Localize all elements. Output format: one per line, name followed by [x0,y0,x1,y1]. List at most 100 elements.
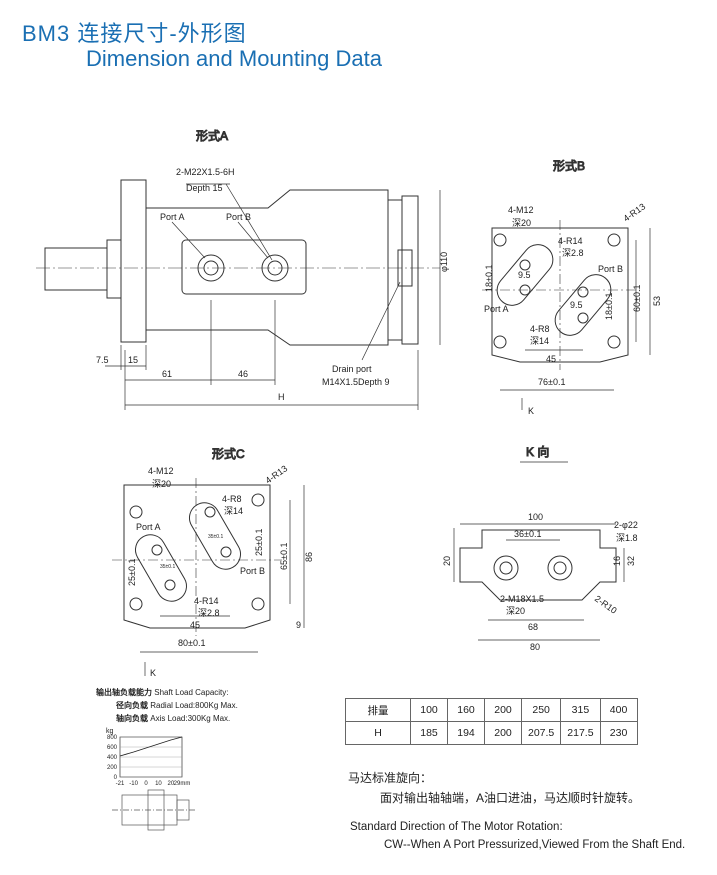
view-c-slot-b [189,502,241,570]
view-b-m12: 4-M12 [508,205,534,215]
view-a-dim-46: 46 [238,369,248,379]
view-k-port-b [547,555,573,581]
view-b-dim-76: 76±0.1 [538,377,565,387]
table-cell: 160 [447,698,485,722]
view-b-r8: 4-R8 [530,324,550,334]
view-b-dim-45: 45 [546,354,556,364]
view-c-dim-45: 45 [190,620,200,630]
view-b-dim-18-left: 18±0.1 [484,265,494,292]
view-c-dim-25-right: 25±0.1 [254,529,264,556]
table-cell: 207.5 [520,721,562,745]
view-k-phi22-depth: 深1.8 [616,533,638,543]
load-chart-ytick: 800 [107,735,118,741]
view-c-port-b: Port B [240,566,265,576]
shaft-sketch [112,789,195,831]
view-k-dim-68: 68 [528,622,538,632]
table-cell: 185 [410,721,448,745]
view-k-dim-20: 20 [442,556,452,566]
view-b-dim-9-5b: 9.5 [570,300,583,310]
view-a-shaft-collar [106,239,122,299]
view-b-flange [491,227,629,363]
view-b-title: 形式B [553,159,585,173]
view-b-m12-depth: 深20 [512,218,531,228]
page-title-cn: BM3 连接尺寸-外形图 [22,21,247,46]
view-a-thread-label-2: Depth 15 [186,183,223,193]
view-a-flange [120,179,147,343]
view-c-dim-86: 86 [304,552,314,562]
view-a-thread-label-1: 2-M22X1.5-6H [176,167,235,177]
view-c-m12: 4-M12 [148,466,174,476]
view-a-drain-label-2: M14X1.5Depth 9 [322,377,390,387]
shaft-load-cn-1: 输出轴负载能力 [96,688,152,697]
table-cell: 194 [447,721,485,745]
rotation-en-block: Standard Direction of The Motor Rotation… [350,818,685,854]
view-b-port-a: Port A [484,304,509,314]
view-a-port-b-label: Port B [226,212,251,222]
load-chart-ytick: 600 [107,745,118,751]
view-a-dim-15: 15 [128,355,138,365]
view-a-dim-7-5: 7.5 [96,355,109,365]
shaft-load-block: 输出轴负载能力 Shaft Load Capacity: 径向负载 Radial… [96,686,238,725]
view-b-r8-depth: 深14 [530,336,549,346]
table-cell: 315 [560,698,601,722]
view-a-title: 形式A [196,129,228,143]
load-chart-ytick: 200 [107,765,118,771]
view-b-dim-9-5a: 9.5 [518,270,531,280]
view-c-r8-depth: 深14 [224,506,243,516]
view-k-m18-depth: 深20 [506,606,525,616]
view-a-port-block [181,239,307,295]
load-chart-xtick: 20 [167,781,174,787]
load-chart-ytick: 0 [114,775,118,781]
view-b-dim-18-right: 18±0.1 [604,293,614,320]
view-c-m12-depth: 深20 [152,479,171,489]
view-a-drain-label-1: Drain port [332,364,372,374]
view-k-dim-32: 32 [626,556,636,566]
table-row: H 185 194 200 207.5 217.5 230 [345,721,638,745]
view-b-slot-a [496,244,554,306]
view-c-r14: 4-R14 [194,596,219,606]
view-k-r10: 2-R10 [593,593,619,615]
table-cell: 200 [484,698,522,722]
load-chart-series [119,736,183,757]
view-k-m18: 2-M18X1.5 [500,594,544,604]
view-b-r14-depth: 深2.8 [562,248,584,258]
table-cell: 400 [599,698,638,722]
table-cell: 排量 [345,698,411,722]
view-a-port-a-label: Port A [160,212,185,222]
view-k-port-a [493,555,519,581]
table-cell: 100 [410,698,448,722]
view-a-body [145,189,389,346]
view-a-dim-h: H [278,392,285,402]
shaft-load-en-1: Shaft Load Capacity: [154,688,229,697]
load-chart-xtick: 29mm [174,781,191,787]
rotation-desc-cn: 面对输出轴轴端，A油口进油，马达顺时针旋转。 [380,791,641,805]
view-k-dim-80: 80 [530,642,540,652]
view-c-port-a: Port A [136,522,161,532]
view-c-r8: 4-R8 [222,494,242,504]
table-cell: 217.5 [560,721,601,745]
view-c-dim-small-1: 35±0.1 [160,564,175,570]
view-a-dim-diameter: φ110 [439,252,449,272]
load-chart-ytick: 400 [107,755,118,761]
rotation-title-en: Standard Direction of The Motor Rotation… [350,821,563,833]
view-a-dim-61: 61 [162,369,172,379]
view-k-dim-100: 100 [528,512,543,522]
shaft-load-en-2: Radial Load:800Kg Max. [150,701,238,710]
view-c-flange [123,484,271,629]
view-c-slot-a [135,534,187,602]
view-b-r13: 4-R13 [621,201,647,223]
load-chart-xtick: -10 [129,781,138,787]
table-cell: 200 [484,721,522,745]
rotation-desc-en: CW--When A Port Pressurized,Viewed From … [384,839,686,851]
displacement-table-wrap: 排量 100 160 200 250 315 400 H 185 194 200… [345,698,638,745]
load-chart-ylabel: kg [106,728,114,735]
view-k-body [459,529,617,601]
view-c-dim-9: 9 [296,620,301,630]
view-a-end-cap [401,195,419,345]
rotation-cn-block: 马达标准旋向： 面对输出轴轴端，A油口进油，马达顺时针旋转。 [348,768,640,808]
view-k-title: K 向 [526,444,549,459]
displacement-table: 排量 100 160 200 250 315 400 H 185 194 200… [345,698,638,745]
view-c-dim-25-left: 25±0.1 [127,559,137,586]
